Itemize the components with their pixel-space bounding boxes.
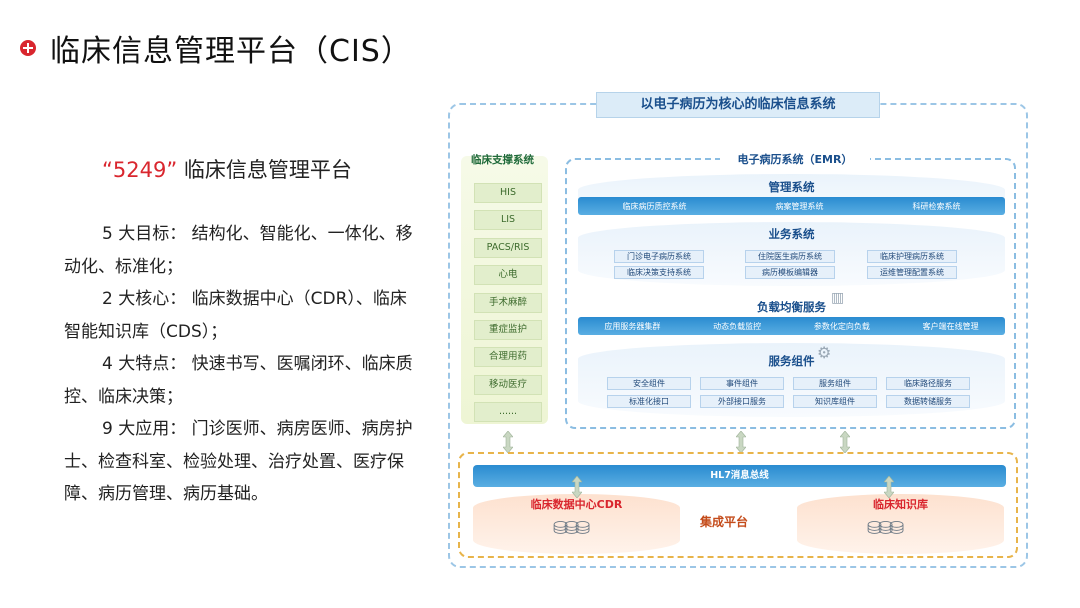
management-title: 管理系统 [578, 179, 1005, 195]
subtitle-text: 临床信息管理平台 [184, 158, 352, 182]
double-arrow-icon [884, 476, 894, 498]
load-balance-bar: 应用服务器集群 动态负载监控 参数化定向负载 客户端在线管理 [578, 317, 1005, 335]
support-item: 手术麻醉 [474, 293, 542, 313]
support-item: LIS [474, 210, 542, 230]
component-item: 数据转储服务 [886, 395, 970, 408]
goals-paragraph: 5 大目标： 结构化、智能化、一体化、移动化、标准化； [64, 218, 414, 283]
double-arrow-icon [736, 431, 746, 453]
double-arrow-icon [503, 431, 513, 453]
description: 5 大目标： 结构化、智能化、一体化、移动化、标准化； 2 大核心： 临床数据中… [64, 218, 414, 511]
component-item: 标准化接口 [607, 395, 691, 408]
business-item: 门诊电子病历系统 [614, 250, 704, 263]
double-arrow-icon [840, 431, 850, 453]
subtitle: “5249” 临床信息管理平台 [102, 154, 352, 184]
load-balance-item: 应用服务器集群 [604, 321, 660, 332]
component-item: 安全组件 [607, 377, 691, 390]
support-item: HIS [474, 183, 542, 203]
business-item: 运维管理配置系统 [867, 266, 957, 279]
load-balance-item: 参数化定向负载 [814, 321, 870, 332]
support-title: 临床支撑系统 [471, 152, 534, 167]
load-balance-title: 负载均衡服务 [578, 299, 1005, 315]
support-list: HIS LIS PACS/RIS 心电 手术麻醉 重症监护 合理用药 移动医疗 … [474, 183, 542, 430]
double-arrow-icon [572, 476, 582, 498]
load-balance-item: 客户端在线管理 [923, 321, 979, 332]
kb-label: 临床知识库 [797, 496, 1004, 512]
component-item: 知识库组件 [793, 395, 877, 408]
management-bar: 临床病历质控系统 病案管理系统 科研检索系统 [578, 197, 1005, 215]
support-item: 心电 [474, 265, 542, 285]
business-item: 病历模板编辑器 [745, 266, 835, 279]
support-item: PACS/RIS [474, 238, 542, 258]
server-icon: ▥ [831, 290, 844, 306]
diagram-title: 以电子病历为核心的临床信息系统 [596, 92, 880, 118]
database-icon: ⛁⛁⛁ [553, 518, 586, 539]
emr-title: 电子病历系统（EMR） [720, 151, 870, 167]
component-item: 事件组件 [700, 377, 784, 390]
integration-label: 集成平台 [700, 513, 748, 530]
database-icon: ⛁⛁⛁ [867, 518, 900, 539]
business-item: 临床决策支持系统 [614, 266, 704, 279]
page-title: 临床信息管理平台（CIS） [50, 26, 412, 70]
business-item: 住院医生病历系统 [745, 250, 835, 263]
business-title: 业务系统 [578, 226, 1005, 242]
support-item: 移动医疗 [474, 375, 542, 395]
applications-paragraph: 9 大应用： 门诊医师、病房医师、病房护士、检查科室、检验处理、治疗处置、医疗保… [64, 413, 414, 511]
component-item: 服务组件 [793, 377, 877, 390]
core-paragraph: 2 大核心： 临床数据中心（CDR）、临床智能知识库（CDS）； [64, 283, 414, 348]
business-item: 临床护理病历系统 [867, 250, 957, 263]
component-item: 临床路径服务 [886, 377, 970, 390]
cdr-label: 临床数据中心CDR [473, 496, 680, 512]
gear-icon: ⚙ [817, 343, 831, 362]
components-title: 服务组件 [578, 353, 1005, 369]
management-item: 病案管理系统 [776, 201, 824, 212]
title-row: 临床信息管理平台（CIS） [20, 26, 412, 70]
subtitle-quote: “5249” [102, 158, 177, 182]
support-item: ...... [474, 402, 542, 422]
support-item: 重症监护 [474, 320, 542, 340]
hl7-bus: HL7消息总线 [473, 465, 1006, 487]
plus-circle-icon [20, 40, 36, 56]
load-balance-item: 动态负载监控 [713, 321, 761, 332]
management-item: 科研检索系统 [913, 201, 961, 212]
component-item: 外部接口服务 [700, 395, 784, 408]
support-item: 合理用药 [474, 347, 542, 367]
features-paragraph: 4 大特点： 快速书写、医嘱闭环、临床质控、临床决策； [64, 348, 414, 413]
management-item: 临床病历质控系统 [623, 201, 687, 212]
